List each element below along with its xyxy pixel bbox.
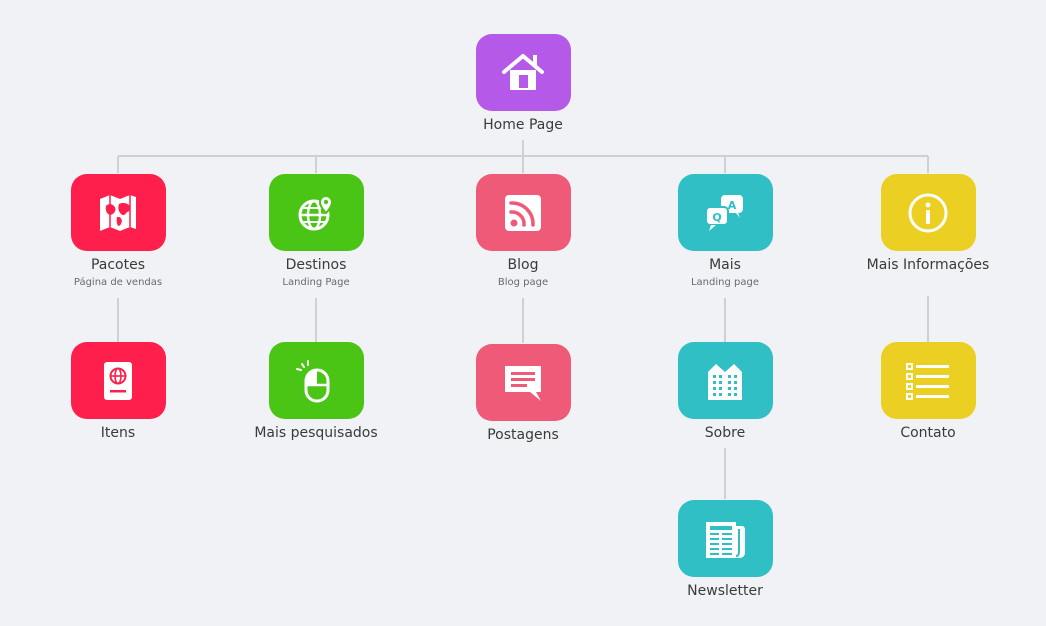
rss-icon [505, 194, 541, 231]
node-title: Sobre [704, 425, 746, 441]
tile-contato[interactable] [880, 342, 976, 419]
node-title: Contato [900, 425, 956, 441]
node-title: Home Page [483, 117, 563, 133]
node-pacotes[interactable]: Pacotes Página de vendas [53, 174, 183, 290]
tile-mais[interactable]: A Q [677, 174, 773, 251]
tile-sobre[interactable] [677, 342, 773, 419]
node-itens[interactable]: Itens [53, 342, 183, 441]
building-icon [708, 363, 742, 400]
tile-postagens[interactable] [475, 344, 571, 421]
passport-icon [104, 361, 132, 400]
node-subtitle: Página de vendas [73, 277, 163, 288]
tile-mais-pesquisados[interactable] [268, 342, 364, 419]
node-home-page[interactable]: Home Page [458, 34, 588, 133]
node-title: Newsletter [687, 583, 763, 599]
node-mais[interactable]: A Q Mais Landing page [660, 174, 790, 290]
node-subtitle: Landing Page [282, 277, 350, 288]
tile-home-page[interactable] [475, 34, 571, 111]
checklist-icon [906, 362, 949, 400]
node-title: Mais [709, 257, 741, 273]
svg-text:Q: Q [712, 211, 721, 224]
node-sobre[interactable]: Sobre [660, 342, 790, 441]
node-destinos[interactable]: Destinos Landing Page [251, 174, 381, 290]
node-title: Itens [100, 425, 136, 441]
qa-chat-icon: A Q [705, 194, 743, 231]
tile-mais-informacoes[interactable] [880, 174, 976, 251]
node-title: Pacotes [90, 257, 146, 273]
node-title: Mais pesquisados [254, 425, 378, 441]
map-icon [100, 194, 136, 231]
node-blog[interactable]: Blog Blog page [458, 174, 588, 290]
tile-newsletter[interactable] [677, 500, 773, 577]
node-title: Destinos [285, 257, 347, 273]
svg-text:A: A [728, 199, 737, 212]
node-subtitle: Landing page [690, 277, 759, 288]
tile-pacotes[interactable] [70, 174, 166, 251]
comment-icon [505, 365, 541, 401]
newspaper-icon [706, 521, 745, 558]
node-title: Blog [507, 257, 539, 273]
node-postagens[interactable]: Postagens [458, 344, 588, 443]
node-title: Mais Informações [866, 257, 990, 273]
node-newsletter[interactable]: Newsletter [660, 500, 790, 599]
node-mais-informacoes[interactable]: Mais Informações [863, 174, 993, 273]
tile-itens[interactable] [70, 342, 166, 419]
node-subtitle: Blog page [497, 277, 549, 288]
home-icon [502, 53, 544, 90]
tile-blog[interactable] [475, 174, 571, 251]
tile-destinos[interactable] [268, 174, 364, 251]
mouse-click-icon [296, 359, 330, 402]
node-mais-pesquisados[interactable]: Mais pesquisados [251, 342, 381, 441]
node-title: Postagens [487, 427, 559, 443]
globe-pin-icon [298, 194, 334, 230]
node-contato[interactable]: Contato [863, 342, 993, 441]
info-icon [908, 193, 948, 232]
